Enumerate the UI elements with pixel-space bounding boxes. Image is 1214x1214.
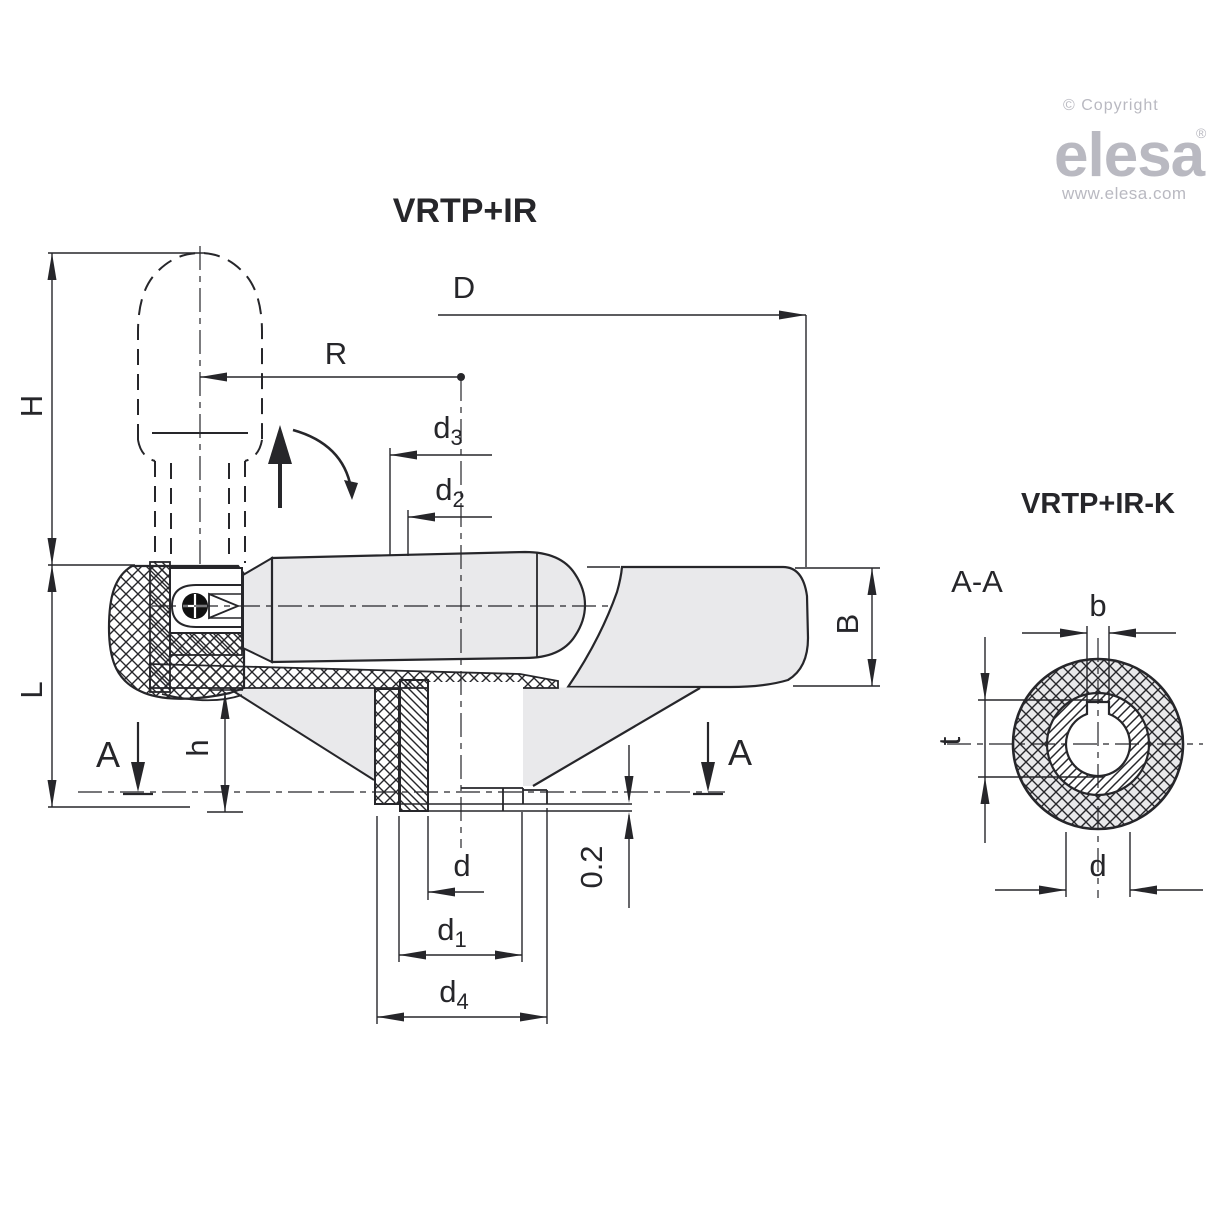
rim-right-outside <box>565 565 810 689</box>
main-view: H L R D d3 d2 A A h B 0.2 d d1 d4 <box>14 246 880 1024</box>
dim-label-L: L <box>14 681 49 698</box>
k-dimension-lines <box>978 626 1203 897</box>
handle-folded <box>242 550 587 664</box>
dim-label-d4: d4 <box>439 974 469 1014</box>
dim-label-d-bore: d <box>1089 848 1106 883</box>
dim-label-h: h <box>180 739 215 756</box>
section-title-aa: A-A <box>951 564 1003 599</box>
dim-label-B: B <box>830 614 865 635</box>
handle-pivot-housing <box>169 567 243 634</box>
handle-pivot-seat <box>149 561 243 693</box>
brand-logo: © Copyright elesa ® www.elesa.com <box>1054 97 1207 203</box>
hub-wall-section <box>374 688 400 805</box>
dim-label-d1: d1 <box>437 912 467 952</box>
section-arrow-label-right: A <box>728 732 752 773</box>
dim-label-b: b <box>1089 588 1106 623</box>
k-view-title: VRTP+IR-K <box>1021 488 1175 520</box>
dim-label-D: D <box>453 270 475 305</box>
logo-website-text: www.elesa.com <box>1061 184 1187 203</box>
registered-mark-icon: ® <box>1196 125 1207 141</box>
dimension-arrowheads <box>47 253 877 1022</box>
dim-label-t: t <box>932 736 967 745</box>
elesa-logo: elesa <box>1054 121 1206 190</box>
dim-label-R: R <box>325 336 347 371</box>
dim-label-clearance: 0.2 <box>574 845 609 888</box>
logo-copyright-text: © Copyright <box>1063 97 1159 114</box>
handle-fold-direction-arrow <box>268 425 358 508</box>
dim-label-d: d <box>453 848 470 883</box>
hub-section <box>374 679 632 812</box>
section-arrow-label-left: A <box>96 734 120 775</box>
hub-bushing-section <box>399 679 429 812</box>
k-dimension-arrowheads <box>980 628 1157 895</box>
web-fillet-under-rim <box>161 693 243 702</box>
dim-label-d2: d2 <box>435 472 465 512</box>
dim-label-H: H <box>14 395 49 417</box>
main-view-title: VRTP+IR <box>393 192 538 230</box>
section-view-k: b t d A-A VRTP+IR-K <box>932 488 1203 898</box>
dim-label-d3: d3 <box>433 410 463 450</box>
